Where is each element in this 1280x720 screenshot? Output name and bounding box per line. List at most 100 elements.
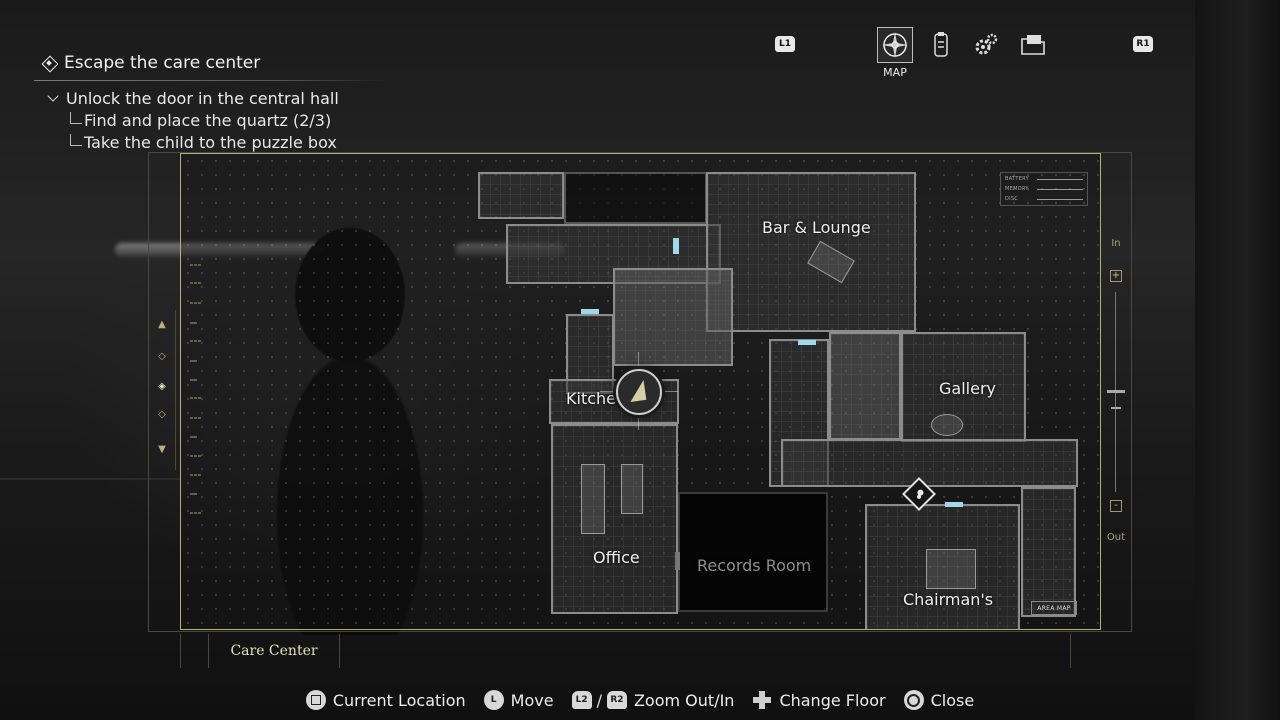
tick-mark [190, 474, 202, 476]
tick-mark [190, 379, 197, 381]
zoom-out-label: Out [1106, 532, 1126, 543]
frame-divider [1070, 634, 1071, 668]
folder-icon[interactable] [1015, 27, 1051, 63]
room-label-chairmans: Chairman's [903, 590, 994, 609]
chevron-down-icon [46, 91, 60, 105]
table-furniture [931, 414, 963, 436]
room-label-bar-lounge: Bar & Lounge [762, 218, 871, 237]
objective-task: Take the child to the puzzle box [70, 131, 402, 153]
wall-pillar [1195, 0, 1280, 720]
control-label: Close [930, 690, 975, 710]
objective-diamond-icon [42, 56, 56, 70]
control-current-location[interactable]: Current Location [305, 690, 466, 710]
room-chairmans [865, 504, 1020, 629]
desk-furniture [581, 464, 605, 534]
legend-memory: MEMORY [1005, 186, 1029, 192]
tick-mark [190, 512, 202, 514]
objective-sub-text: Unlock the door in the central hall [66, 88, 339, 108]
room-label-records-room: Records Room [697, 556, 812, 575]
menu-label-map: MAP [883, 66, 907, 79]
zoom-in-button[interactable]: + [1110, 270, 1122, 282]
character-silhouette [250, 215, 450, 635]
branch-icon [70, 134, 82, 146]
location-tab: Care Center [208, 634, 340, 668]
current-floor-diamond-icon[interactable]: ◈ [158, 381, 166, 392]
control-move[interactable]: L Move [483, 690, 554, 710]
map-outer-frame [148, 152, 1132, 632]
area-map-button[interactable]: AREA MAP [1031, 601, 1077, 615]
door-marker [945, 502, 963, 507]
files-icon[interactable] [923, 27, 959, 63]
zoom-slider-thumb[interactable] [1107, 390, 1125, 393]
control-label: Move [510, 690, 554, 710]
desk-furniture [621, 464, 643, 514]
map-viewport[interactable] [180, 153, 1101, 630]
room-upper-left [478, 172, 564, 219]
door-marker [798, 340, 816, 345]
room-office [551, 424, 678, 614]
r1-button[interactable]: R1 [1133, 36, 1153, 52]
objectives-panel: Escape the care center Unlock the door i… [34, 50, 402, 153]
objective-task-text: Take the child to the puzzle box [84, 132, 337, 152]
objective-main: Escape the care center [42, 50, 402, 76]
room-storage [829, 332, 901, 440]
legend-line [1037, 179, 1083, 180]
l2-trigger-icon: L2 [571, 691, 592, 709]
circle-button-icon [903, 690, 924, 710]
room-label-office: Office [593, 548, 640, 567]
tick-mark [190, 455, 202, 457]
floor-diamond-icon[interactable]: ◇ [158, 409, 166, 420]
r2-trigger-icon: R2 [606, 691, 627, 709]
tick-mark [190, 397, 202, 399]
control-change-floor[interactable]: Change Floor [752, 690, 886, 710]
frame-divider [180, 634, 181, 668]
square-button-icon [305, 690, 326, 710]
objective-divider [34, 80, 389, 81]
door-marker [673, 238, 679, 254]
tick-mark [190, 417, 202, 419]
tick-mark [190, 322, 197, 324]
door-locked-marker [675, 552, 680, 570]
legend-line [1037, 189, 1083, 190]
gears-icon[interactable] [968, 27, 1004, 63]
zoom-in-label: In [1111, 238, 1121, 249]
control-close[interactable]: Close [903, 690, 975, 710]
tick-mark [190, 264, 202, 266]
branch-icon [70, 112, 82, 124]
floor-ticks [190, 262, 204, 522]
control-zoom[interactable]: L2 / R2 Zoom Out/In [571, 690, 735, 710]
l1-button[interactable]: L1 [775, 36, 795, 52]
objective-task-text: Find and place the quartz (2/3) [84, 110, 332, 130]
room-upper-corridor [564, 172, 707, 224]
room-east-corridor [1021, 487, 1076, 617]
legend-battery: BATTERY [1005, 176, 1029, 182]
room-bar-lounge [706, 172, 916, 332]
tick-mark [190, 282, 202, 284]
left-stick-icon: L [483, 690, 504, 710]
legend-disc: DISC [1005, 196, 1019, 202]
room-records [678, 492, 828, 612]
floor-up-button[interactable]: ▲ [158, 319, 166, 330]
tick-mark [190, 360, 197, 362]
compass-icon[interactable] [877, 27, 913, 63]
objective-main-text: Escape the care center [64, 53, 261, 73]
door-marker [581, 309, 599, 314]
objective-task: Find and place the quartz (2/3) [70, 109, 402, 131]
floor-diamond-icon[interactable]: ◇ [158, 351, 166, 362]
status-legend: BATTERY MEMORY DISC [1000, 172, 1088, 206]
room-label-gallery: Gallery [939, 379, 996, 398]
room-center-void [613, 268, 733, 366]
zoom-control: In + - Out [1100, 230, 1132, 560]
control-label: Zoom Out/In [633, 690, 735, 710]
menu-tabs: L1 MAP R1 [775, 22, 1155, 82]
control-label: Current Location [332, 690, 466, 710]
background-ledge [0, 478, 180, 480]
tick-mark [190, 436, 197, 438]
floor-selector: ▲ ◇ ◈ ◇ ▼ [148, 310, 176, 470]
floor-down-button[interactable]: ▼ [158, 444, 166, 455]
separator-slash: / [596, 690, 602, 710]
legend-line [1037, 199, 1083, 200]
player-location-icon [616, 369, 662, 415]
controls-bar: Current Location L Move L2 / R2 Zoom Out… [0, 687, 1280, 713]
zoom-out-button[interactable]: - [1110, 500, 1122, 512]
